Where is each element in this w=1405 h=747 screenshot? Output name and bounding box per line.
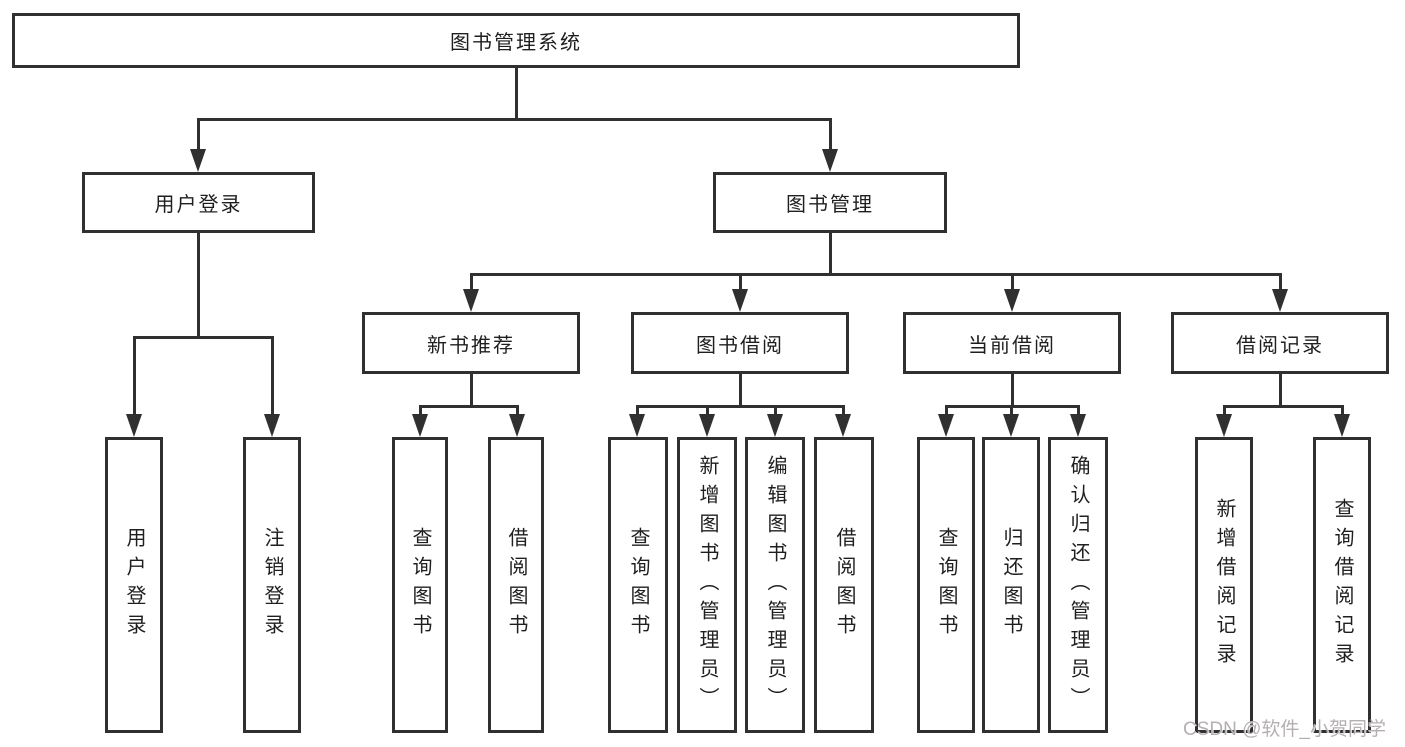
node-user-login: 用户登录 (82, 172, 315, 233)
arrowhead-icon (509, 414, 525, 437)
connector-line (1223, 405, 1226, 416)
arrowhead-icon (126, 414, 142, 437)
leaf-borrow-books-2: 借阅图书 (814, 437, 874, 733)
connector-line (739, 374, 742, 408)
connector-line (515, 68, 518, 118)
connector-line (739, 273, 742, 291)
leaf-return-book: 归还图书 (982, 437, 1040, 733)
connector-line (1341, 405, 1344, 416)
arrowhead-icon (732, 289, 748, 312)
node-borrowing-records: 借阅记录 (1171, 312, 1389, 374)
leaf-borrow-books-1: 借阅图书 (488, 437, 544, 733)
leaf-query-books-1: 查询图书 (392, 437, 448, 733)
connector-line (945, 405, 948, 416)
node-book-borrowing: 图书借阅 (631, 312, 849, 374)
connector-line (774, 405, 777, 416)
connector-line (197, 118, 831, 121)
arrowhead-icon (835, 414, 851, 437)
connector-line (829, 118, 832, 149)
leaf-query-borrow-record: 查询借阅记录 (1313, 437, 1371, 733)
leaf-confirm-return-admin: 确认归还（管理员） (1048, 437, 1108, 733)
arrowhead-icon (1003, 414, 1019, 437)
arrowhead-icon (1272, 289, 1288, 312)
connector-line (419, 405, 519, 408)
leaf-edit-book-admin: 编辑图书（管理员） (745, 437, 805, 733)
csdn-watermark: CSDN @软件_小贺同学 (1183, 719, 1386, 740)
node-library-management-system: 图书管理系统 (12, 13, 1020, 68)
connector-line (1279, 374, 1282, 408)
connector-line (1223, 405, 1344, 408)
connector-line (636, 405, 639, 416)
arrowhead-icon (1334, 414, 1350, 437)
connector-line (1279, 273, 1282, 291)
arrowhead-icon (938, 414, 954, 437)
connector-line (133, 336, 274, 339)
leaf-add-borrow-record: 新增借阅记录 (1195, 437, 1253, 733)
leaf-query-books-2: 查询图书 (608, 437, 668, 733)
connector-line (1010, 405, 1013, 416)
connector-line (706, 405, 709, 416)
connector-line (842, 405, 845, 416)
connector-line (470, 273, 1281, 276)
arrowhead-icon (629, 414, 645, 437)
leaf-add-book-admin: 新增图书（管理员） (677, 437, 737, 733)
leaf-logout: 注销登录 (243, 437, 301, 733)
connector-line (1011, 374, 1014, 408)
arrowhead-icon (463, 289, 479, 312)
connector-line (516, 405, 519, 416)
connector-line (197, 233, 200, 339)
arrowhead-icon (1070, 414, 1086, 437)
connector-line (197, 118, 200, 149)
connector-line (419, 405, 422, 416)
arrowhead-icon (190, 149, 206, 172)
node-current-borrowing: 当前借阅 (903, 312, 1121, 374)
connector-line (1011, 273, 1014, 291)
arrowhead-icon (1004, 289, 1020, 312)
connector-line (271, 336, 274, 415)
node-book-management: 图书管理 (713, 172, 947, 233)
connector-line (636, 405, 845, 408)
arrowhead-icon (822, 149, 838, 172)
arrowhead-icon (699, 414, 715, 437)
arrowhead-icon (1216, 414, 1232, 437)
leaf-query-books-3: 查询图书 (917, 437, 975, 733)
connector-line (1077, 405, 1080, 416)
arrowhead-icon (412, 414, 428, 437)
connector-line (470, 273, 473, 291)
node-new-book-recommendation: 新书推荐 (362, 312, 580, 374)
connector-line (133, 336, 136, 415)
arrowhead-icon (264, 414, 280, 437)
leaf-user-login: 用户登录 (105, 437, 163, 733)
arrowhead-icon (767, 414, 783, 437)
connector-line (829, 233, 832, 276)
connector-line (470, 374, 473, 408)
